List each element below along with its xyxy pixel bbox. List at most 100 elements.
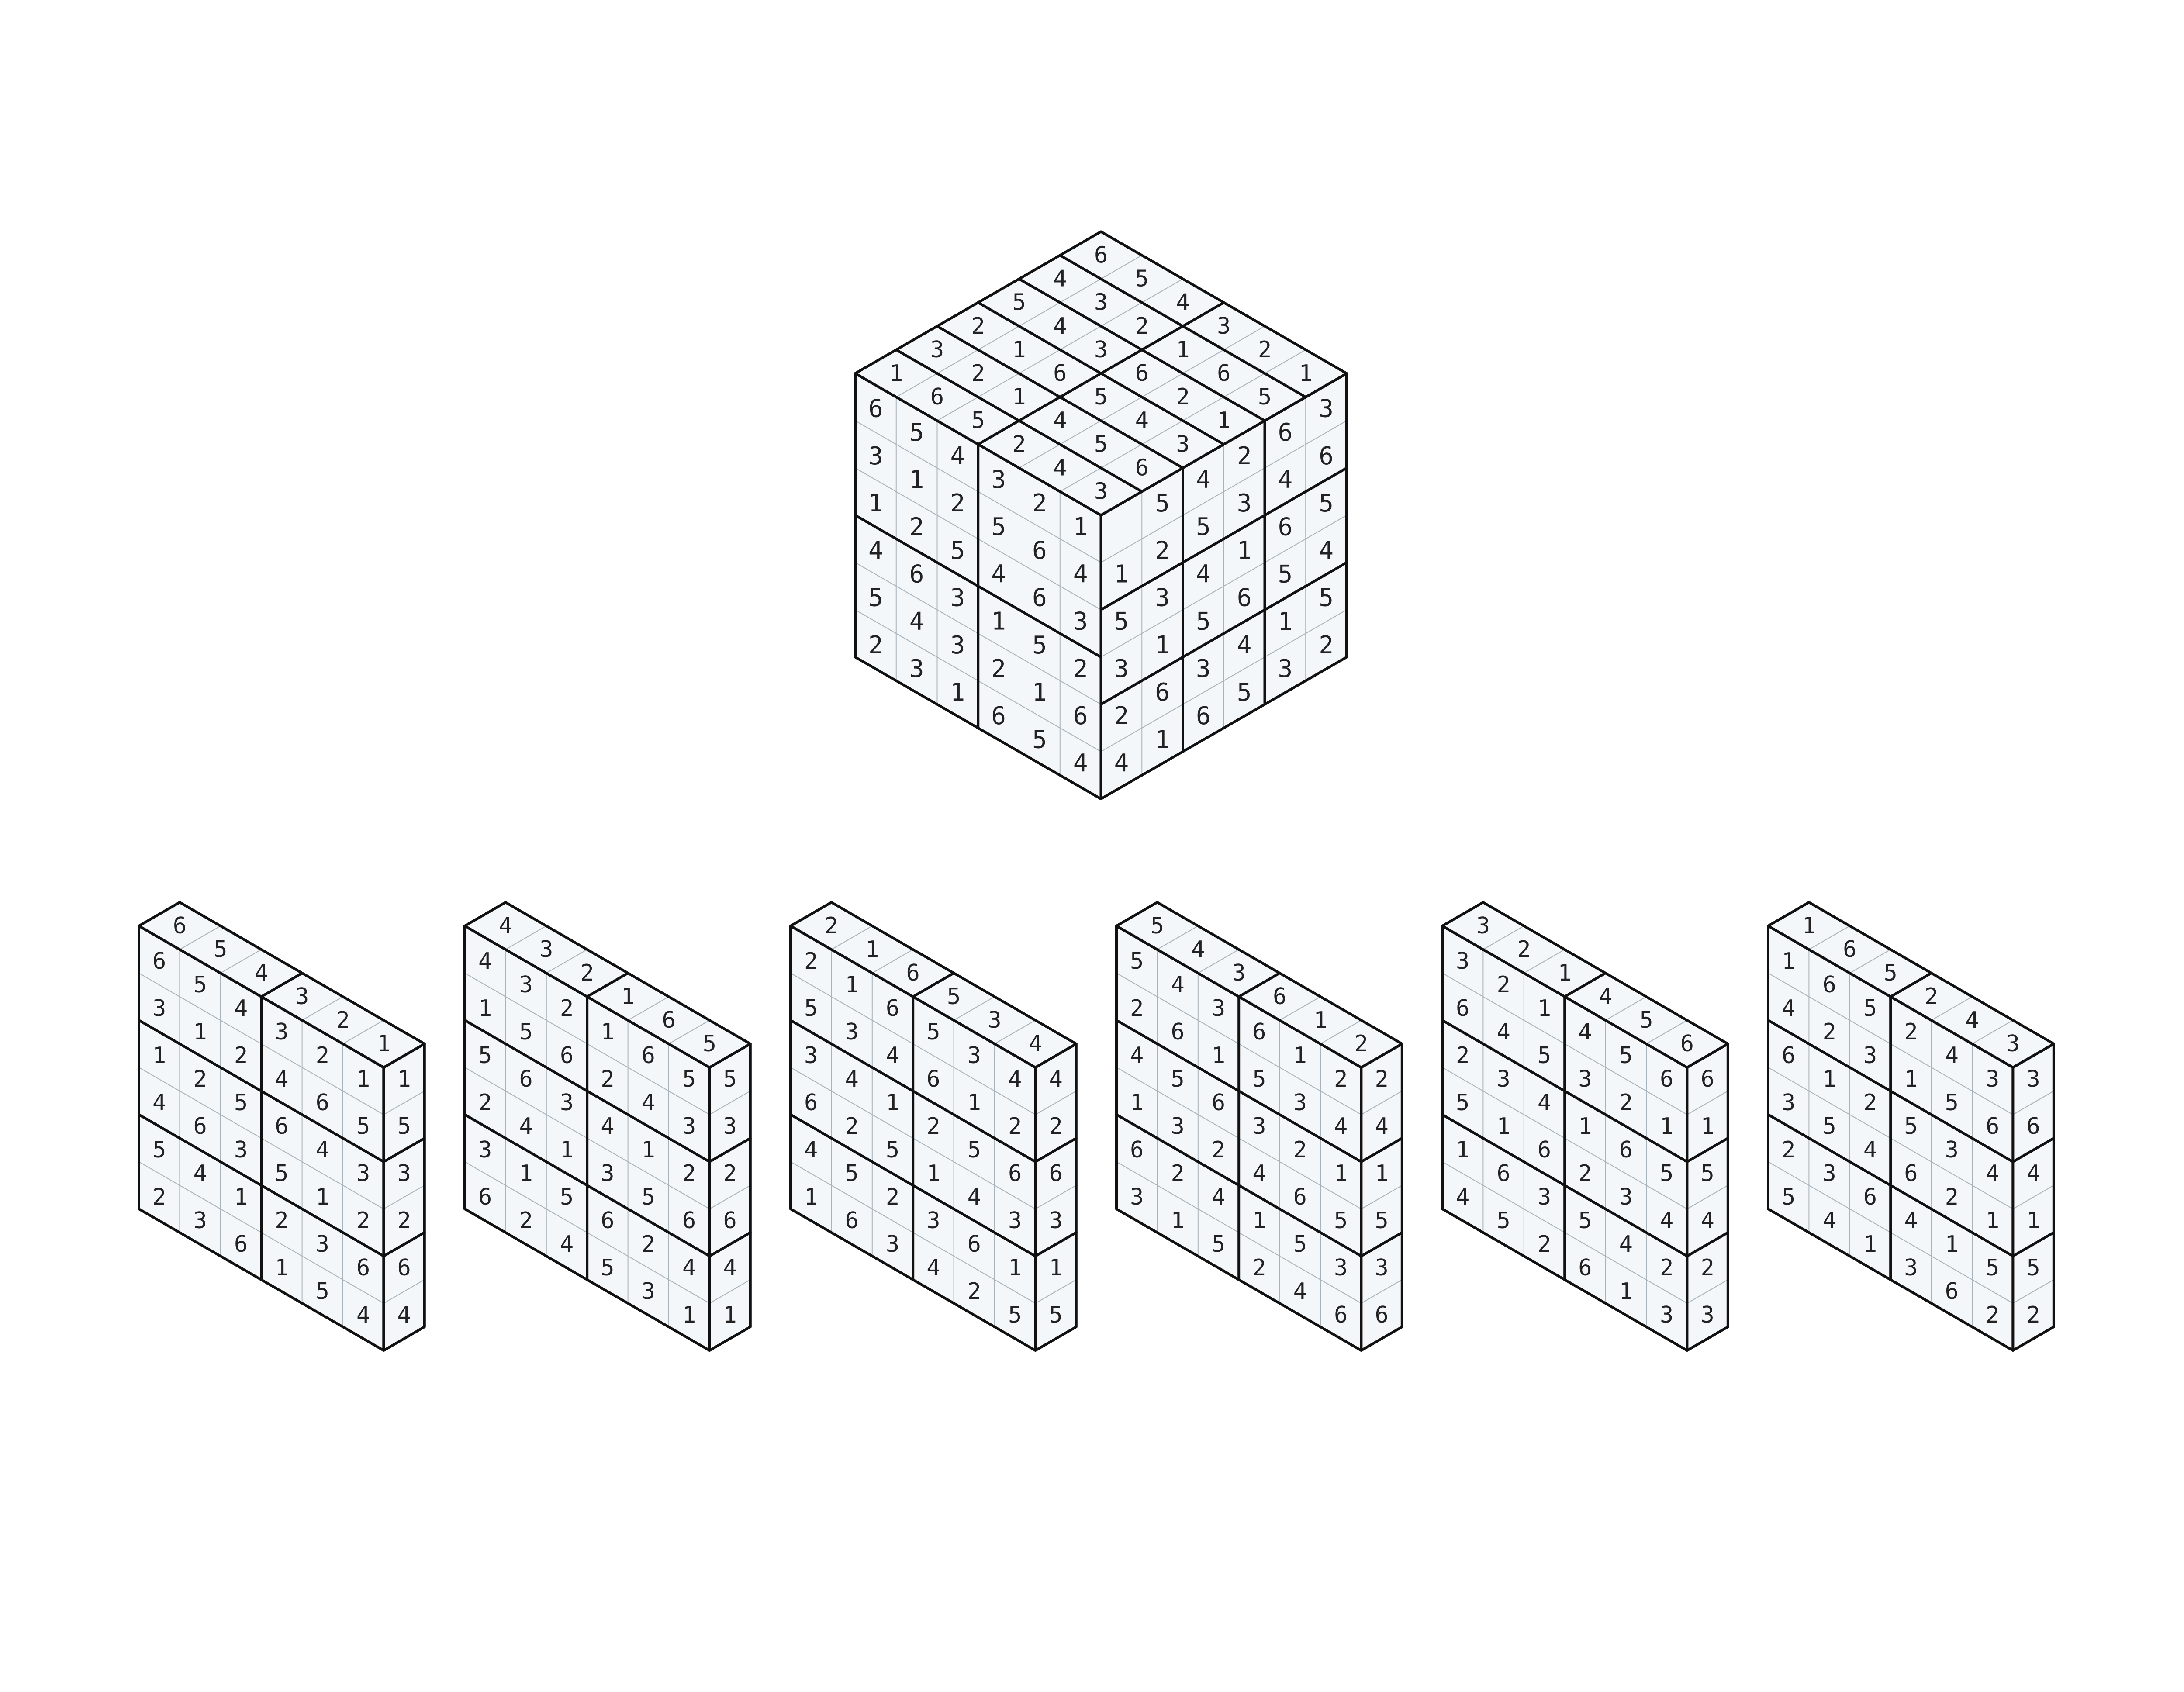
cell-digit: 2 [926, 1113, 940, 1140]
cell-digit: 1 [1073, 513, 1088, 541]
cell-digit: 5 [1151, 913, 1164, 939]
block-line [854, 514, 1102, 659]
cell-digit: 4 [1278, 466, 1293, 494]
cell-digit: 2 [1135, 313, 1149, 339]
cell-digit: 2 [1456, 1043, 1469, 1069]
grid-line [342, 1020, 384, 1044]
cell-digit: 2 [1863, 1090, 1877, 1116]
cell-digit: 3 [1130, 1184, 1144, 1210]
cell-digit: 1 [1114, 560, 1129, 588]
layer-5: 3214566453212341655162341635424526136154… [1441, 901, 1729, 1352]
cell-digit: 5 [1700, 1160, 1714, 1187]
cell-digit: 4 [1375, 1113, 1388, 1140]
cell-digit: 5 [950, 536, 965, 565]
cell-digit: 5 [478, 1043, 492, 1069]
cell-digit: 2 [1782, 1137, 1795, 1163]
cell-digit: 3 [1171, 1113, 1184, 1140]
cell-digit: 6 [991, 702, 1006, 730]
block-line [789, 1113, 1037, 1257]
cell-digit: 1 [1293, 1043, 1307, 1069]
grid-line [709, 1185, 751, 1209]
cell-digit: 6 [1032, 584, 1047, 612]
cell-digit: 2 [1212, 1137, 1225, 1163]
cell-digit: 6 [682, 1208, 696, 1234]
cell-digit: 5 [1012, 290, 1026, 316]
cell-digit: 3 [478, 1137, 492, 1163]
cell-digit: 3 [845, 1019, 858, 1045]
cell-digit: 1 [601, 1019, 614, 1045]
cell-digit: 3 [1237, 489, 1252, 518]
grid-line [1686, 1185, 1728, 1209]
cell-digit: 5 [1155, 489, 1170, 518]
cell-digit: 4 [1599, 984, 1612, 1010]
cell-digit: 6 [1278, 418, 1293, 447]
cell-digit: 2 [968, 1278, 981, 1305]
cell-digit: 3 [909, 655, 924, 683]
cell-digit: 1 [1619, 1278, 1633, 1305]
block-line [1686, 1137, 1729, 1163]
cell-digit: 4 [1053, 266, 1067, 292]
cell-digit: 6 [1135, 360, 1149, 387]
cell-digit: 6 [1680, 1031, 1694, 1057]
cell-digit: 6 [478, 1184, 492, 1210]
cell-digit: 6 [1049, 1160, 1062, 1187]
cell-digit: 6 [1053, 360, 1067, 387]
cell-digit: 2 [152, 1184, 166, 1210]
grid-line [1972, 1020, 2013, 1044]
cell-digit: 6 [397, 1255, 411, 1281]
cell-digit: 6 [930, 384, 944, 410]
cell-digit: 3 [642, 1278, 655, 1305]
grid-line [383, 1091, 425, 1115]
grid-line [1157, 925, 1199, 950]
cell-digit: 4 [560, 1231, 574, 1257]
block-line [463, 1113, 711, 1257]
cell-digit: 5 [968, 1137, 981, 1163]
cell-digit: 2 [1130, 995, 1144, 1022]
cell-digit: 5 [1258, 384, 1272, 410]
block-line [138, 1019, 385, 1163]
cell-digit: 1 [2026, 1208, 2040, 1234]
cell-digit: 2 [1619, 1090, 1633, 1116]
cell-digit: 6 [275, 1113, 288, 1140]
cell-digit: 5 [1278, 560, 1293, 589]
cell-digit: 5 [1334, 1208, 1348, 1234]
cell-digit: 3 [1196, 655, 1211, 683]
cell-digit: 1 [1558, 960, 1572, 986]
block-line [1237, 972, 1281, 998]
cell-digit: 3 [991, 466, 1006, 494]
cell-digit: 2 [1012, 431, 1026, 457]
cell-digit: 3 [234, 1137, 248, 1163]
cell-digit: 4 [682, 1255, 696, 1281]
cell-digit: 2 [1904, 1019, 1918, 1045]
cell-digit: 1 [1049, 1255, 1062, 1281]
cell-digit: 5 [2026, 1255, 2040, 1281]
block-line [1099, 561, 1348, 706]
grid-line [831, 925, 873, 950]
layer-top-edge-outline [463, 901, 752, 1069]
cell-digit: 1 [804, 1184, 818, 1210]
cell-digit: 5 [909, 418, 924, 447]
cell-digit: 3 [1822, 1160, 1836, 1187]
cell-digit: 1 [868, 489, 883, 518]
cell-digit: 3 [152, 995, 166, 1022]
block-line [1767, 1113, 2015, 1257]
cell-digit: 2 [723, 1160, 736, 1187]
cell-digit: 3 [1863, 1043, 1877, 1069]
cell-digit: 4 [2026, 1160, 2040, 1187]
cell-digit: 5 [1945, 1090, 1959, 1116]
cell-digit: 4 [1130, 1043, 1144, 1069]
cell-digit: 2 [825, 913, 838, 939]
cell-digit: 4 [845, 1066, 858, 1092]
grid-line [505, 925, 547, 950]
cell-digit: 5 [1986, 1255, 1999, 1281]
cell-digit: 1 [193, 1019, 207, 1045]
cell-digit: 4 [1212, 1184, 1225, 1210]
cell-digit: 5 [1538, 1043, 1551, 1069]
cell-digit: 4 [234, 995, 248, 1022]
cell-digit: 5 [1375, 1208, 1388, 1234]
